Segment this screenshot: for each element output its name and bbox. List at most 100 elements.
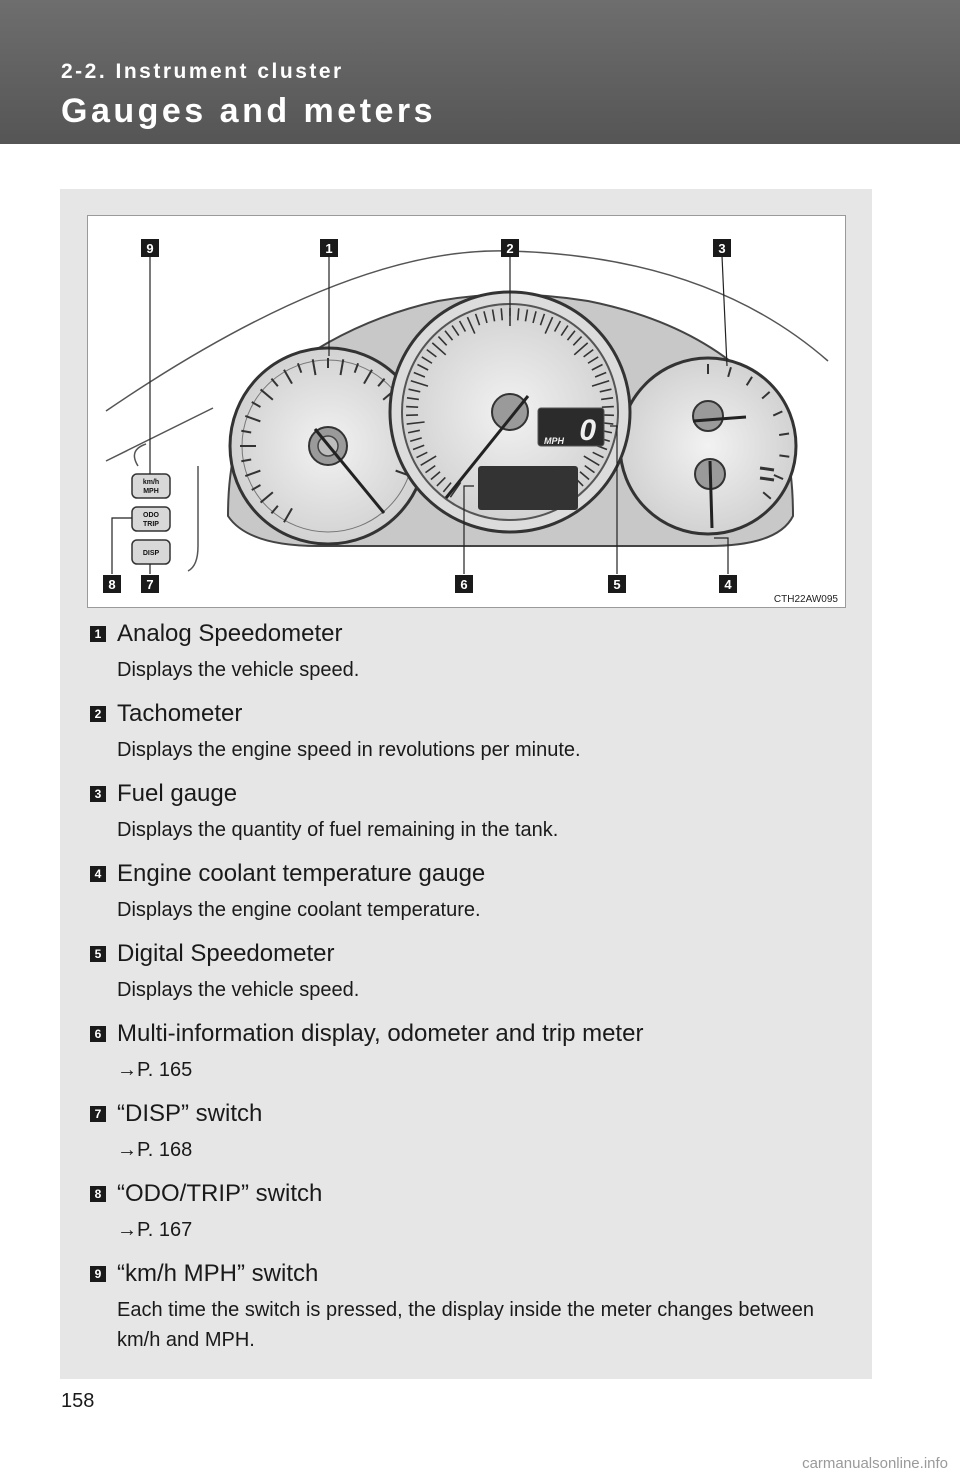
odo-switch-label-top: ODO [143, 512, 160, 519]
item-title: Engine coolant temperature gauge [117, 860, 486, 887]
legend-item: 8 “ODO/TRIP” switch →P. 167 [90, 1179, 850, 1245]
odo-switch-label-bottom: TRIP [143, 521, 159, 528]
dial-tick [772, 410, 783, 417]
item-page-reference[interactable]: →P. 167 [117, 1219, 193, 1241]
dial-tick [408, 388, 421, 393]
callout-box [455, 575, 473, 593]
dial-tick [437, 336, 448, 346]
dial-tick [410, 379, 429, 387]
dial-tick [406, 397, 419, 401]
legend-item: 2 Tachometer Displays the engine speed i… [90, 699, 850, 765]
dial-tick [296, 362, 303, 374]
dial-tick [762, 491, 772, 500]
item-number-badge: 8 [90, 1186, 106, 1202]
item-number-badge: 2 [90, 706, 106, 722]
item-description: Displays the quantity of fuel remaining … [117, 819, 559, 841]
dial-tick [591, 363, 603, 371]
dial-tick [592, 451, 604, 459]
dial-tick [524, 309, 529, 322]
legend-item: 3 Fuel gauge Displays the quantity of fu… [90, 779, 850, 845]
kmh-mph-switch[interactable] [131, 473, 171, 499]
dial-tick [601, 397, 614, 401]
odo-trip-switch[interactable] [131, 506, 171, 532]
callout-number: 5 [613, 577, 620, 592]
dial-tick [420, 455, 437, 466]
dial-tick [283, 369, 293, 385]
dial-tick [532, 311, 537, 324]
dial-tick [339, 359, 345, 376]
dial-tick [251, 401, 261, 408]
callout-box [713, 239, 731, 257]
item-title: Analog Speedometer [117, 620, 343, 647]
dial-tick [474, 313, 481, 326]
dial-tick [270, 505, 279, 515]
item-title: “km/h MPH” switch [117, 1260, 319, 1287]
dial-tick [259, 491, 274, 504]
figure-code: CTH22AW095 [774, 594, 839, 605]
item-number-badge: 3 [90, 786, 106, 802]
dial-tick [426, 349, 437, 358]
item-number-badge: 6 [90, 1026, 106, 1042]
dial-tick [406, 405, 419, 408]
fuel-coolant-dial [618, 356, 798, 536]
dial-tick [583, 349, 594, 358]
callout-box [719, 575, 737, 593]
dial-tick [727, 366, 732, 378]
dial-tick [599, 388, 612, 393]
dial-tick [491, 309, 496, 322]
item-number-badge: 7 [90, 1106, 106, 1122]
kmh-switch-label-top: km/h [143, 479, 159, 486]
dial-tick [466, 316, 476, 334]
dial-tick [417, 363, 429, 371]
callout-number: 2 [506, 241, 513, 256]
disp-switch[interactable] [131, 539, 171, 565]
dial-tick [451, 325, 460, 337]
callout-box [103, 575, 121, 593]
item-page-reference[interactable]: →P. 168 [117, 1139, 193, 1161]
dial-tick [566, 330, 576, 341]
dial-tick [244, 469, 261, 478]
item-description: Displays the vehicle speed. [117, 979, 360, 1001]
dial-tick [587, 356, 599, 364]
legend-item: 6 Multi-information display, odometer an… [90, 1019, 850, 1085]
dial-tick [500, 308, 504, 321]
item-title: “ODO/TRIP” switch [117, 1180, 323, 1207]
callout-number: 1 [325, 241, 332, 256]
item-title: “DISP” switch [117, 1100, 263, 1127]
dial-tick [412, 444, 425, 451]
callout-box [608, 575, 626, 593]
dial-tick [594, 371, 607, 378]
digital-speed-value: 0 [579, 414, 596, 447]
callout-number: 9 [146, 241, 153, 256]
dial-tick [407, 429, 421, 434]
item-number-badge: 9 [90, 1266, 106, 1282]
digital-speed-unit: MPH [544, 436, 565, 446]
dial-tick [425, 464, 436, 474]
dial-tick [416, 451, 428, 459]
callout-box [320, 239, 338, 257]
callout-box [501, 239, 519, 257]
dial-tick [584, 464, 595, 474]
item-title: Multi-information display, odometer and … [117, 1020, 644, 1047]
analog-speedometer-dial [228, 346, 428, 546]
dial-tick [377, 377, 386, 387]
callout-number: 7 [146, 577, 153, 592]
dial-tick [544, 316, 554, 334]
dial-tick [553, 320, 562, 332]
dial-tick [409, 437, 422, 443]
dial-tick [442, 482, 452, 493]
dial-tick [591, 379, 610, 387]
dial-tick [773, 474, 784, 480]
legend-list: 1 Analog Speedometer Displays the vehicl… [90, 619, 850, 1355]
item-description: Displays the vehicle speed. [117, 659, 360, 681]
dial-tick [241, 458, 252, 463]
item-number-badge: 1 [90, 626, 106, 642]
dial-tick [601, 405, 614, 408]
dial-tick [444, 330, 454, 341]
callout-box [141, 575, 159, 593]
dial-tick [560, 325, 569, 337]
instrument-cluster-figure: 0 MPH km/h MPH ODO TRIP DISP [87, 215, 846, 608]
item-page-reference[interactable]: →P. 165 [117, 1059, 193, 1081]
disp-switch-label: DISP [143, 550, 160, 557]
page-title: Gauges and meters [61, 92, 437, 130]
